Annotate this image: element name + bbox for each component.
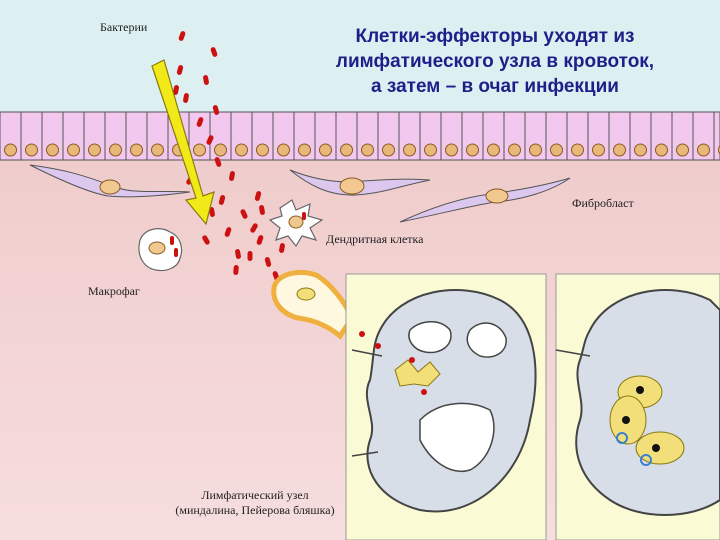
epithelial-cell-nucleus: [613, 143, 626, 157]
bacterium: [203, 75, 209, 85]
bacterium: [256, 235, 264, 245]
fibroblast-label: Фибробласт: [572, 196, 634, 210]
epithelial-cell-nucleus: [361, 143, 374, 157]
epithelial-cell-nucleus: [151, 143, 164, 157]
bacterium: [212, 105, 220, 115]
bacterium: [224, 227, 232, 237]
epithelial-cell-nucleus: [67, 143, 80, 157]
epithelial-cell-nucleus: [424, 143, 437, 157]
epithelial-cell-nucleus: [130, 143, 143, 157]
bacterium: [214, 157, 222, 167]
title-line-3: а затем – в очаг инфекции: [371, 76, 619, 97]
lymph-node-panel-right: [555, 273, 720, 540]
epithelial-cell-nucleus: [445, 143, 458, 157]
bacterium: [172, 85, 180, 95]
bacterium: [178, 31, 186, 41]
bacterium: [233, 265, 239, 275]
bacterium: [250, 223, 258, 233]
macrophage-cell: [138, 228, 183, 272]
bacterium: [229, 171, 235, 181]
bacterium: [279, 243, 285, 253]
title-line-2: лимфатического узла в кровоток,: [335, 51, 655, 72]
epithelial-cell-nucleus: [88, 143, 101, 157]
epithelial-cell-nucleus: [235, 143, 248, 157]
bacterium: [183, 93, 189, 103]
bacterium: [210, 47, 218, 57]
epithelial-cell-nucleus: [550, 143, 563, 157]
epithelial-cell-nucleus: [508, 143, 521, 157]
bacteria-label: Бактерии: [100, 20, 148, 34]
epithelial-cell-nucleus: [109, 143, 122, 157]
dendritic-cell-label: Дендритная клетка: [326, 232, 424, 246]
epithelial-cell-nucleus: [403, 143, 416, 157]
epithelial-cell-nucleus: [256, 143, 269, 157]
bacterium: [202, 235, 210, 245]
epithelial-cell-nucleus: [298, 143, 311, 157]
fibroblast-cells: [29, 164, 571, 223]
bacterium: [206, 135, 214, 145]
epithelial-cell-nucleus: [571, 143, 584, 157]
epithelial-cell-nucleus: [697, 143, 710, 157]
epithelial-cell-nucleus: [529, 143, 542, 157]
macrophage-label: Макрофаг: [88, 284, 140, 298]
epithelial-cell-nucleus: [46, 143, 59, 157]
epithelial-cell-nucleus: [466, 143, 479, 157]
bacterium: [218, 195, 226, 205]
bacterium: [196, 117, 204, 127]
epithelial-cell-nucleus: [655, 143, 668, 157]
epithelial-cell-nucleus: [340, 143, 353, 157]
page-title: Клетки-эффекторы уходят из лимфатическог…: [300, 24, 690, 99]
epithelial-cell-nucleus: [25, 143, 38, 157]
bacterium: [264, 257, 272, 267]
bacterium: [235, 249, 241, 259]
title-line-1: Клетки-эффекторы уходят из: [355, 26, 635, 47]
lymph-node-label-line-2: (миндалина, Пейерова бляшка): [175, 503, 335, 517]
epithelial-cell-nucleus: [214, 143, 227, 157]
epithelial-cell-nucleus: [487, 143, 500, 157]
bacterium: [254, 191, 262, 201]
lymph-node-label: Лимфатический узел (миндалина, Пейерова …: [160, 488, 350, 518]
epithelium-layer: [0, 111, 720, 161]
bacterium: [259, 205, 265, 215]
epithelial-cell-nucleus: [319, 143, 332, 157]
lymph-node-panel-left: [345, 273, 547, 540]
dendritic-cell: [268, 199, 324, 248]
epithelial-cell-nucleus: [592, 143, 605, 157]
bacterium: [247, 251, 253, 261]
epithelial-cell-nucleus: [676, 143, 689, 157]
epithelial-cell-nucleus: [277, 143, 290, 157]
bacterium: [240, 209, 248, 219]
epithelial-cell-nucleus: [4, 143, 17, 157]
epithelial-cell-nucleus: [382, 143, 395, 157]
bacterium: [176, 65, 184, 75]
bacteria-entry-arrow: [151, 59, 215, 226]
epithelial-cell-nucleus: [193, 143, 206, 157]
epithelial-cell-nucleus: [634, 143, 647, 157]
bacterium: [209, 207, 215, 217]
lumen-background: [0, 0, 720, 112]
lymph-node-label-line-1: Лимфатический узел: [201, 488, 309, 502]
